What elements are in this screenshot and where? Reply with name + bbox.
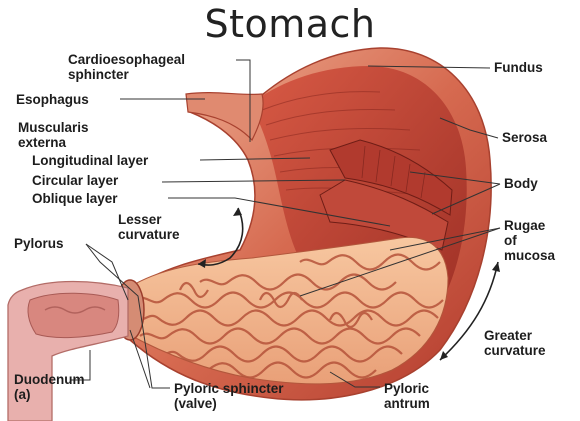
label-longitudinal-layer: Longitudinal layer (32, 153, 148, 168)
label-pyloric-sphincter: Pyloric sphincter (valve) (174, 381, 284, 411)
label-lesser-curvature: Lesser curvature (118, 212, 180, 242)
arrowhead-icon (233, 208, 242, 216)
label-cardioesophageal-sphincter: Cardioesophageal sphincter (68, 52, 185, 82)
arrowhead-icon (492, 262, 500, 272)
label-greater-curvature: Greater curvature (484, 328, 546, 358)
label-esophagus: Esophagus (16, 92, 89, 107)
label-rugae-of-mucosa: Rugae of mucosa (504, 218, 555, 263)
duodenum-lumen (28, 293, 119, 337)
label-serosa: Serosa (502, 130, 547, 145)
label-fundus: Fundus (494, 60, 543, 75)
label-duodenum: Duodenum (a) (14, 372, 85, 402)
label-oblique-layer: Oblique layer (32, 191, 118, 206)
label-circular-layer: Circular layer (32, 173, 118, 188)
label-muscularis-externa: Muscularis externa (18, 120, 89, 150)
diagram-title: Stomach (0, 2, 580, 46)
label-pylorus: Pylorus (14, 236, 64, 251)
label-body: Body (504, 176, 538, 191)
esophagus-tube (186, 93, 263, 140)
label-pyloric-antrum: Pyloric antrum (384, 381, 430, 411)
